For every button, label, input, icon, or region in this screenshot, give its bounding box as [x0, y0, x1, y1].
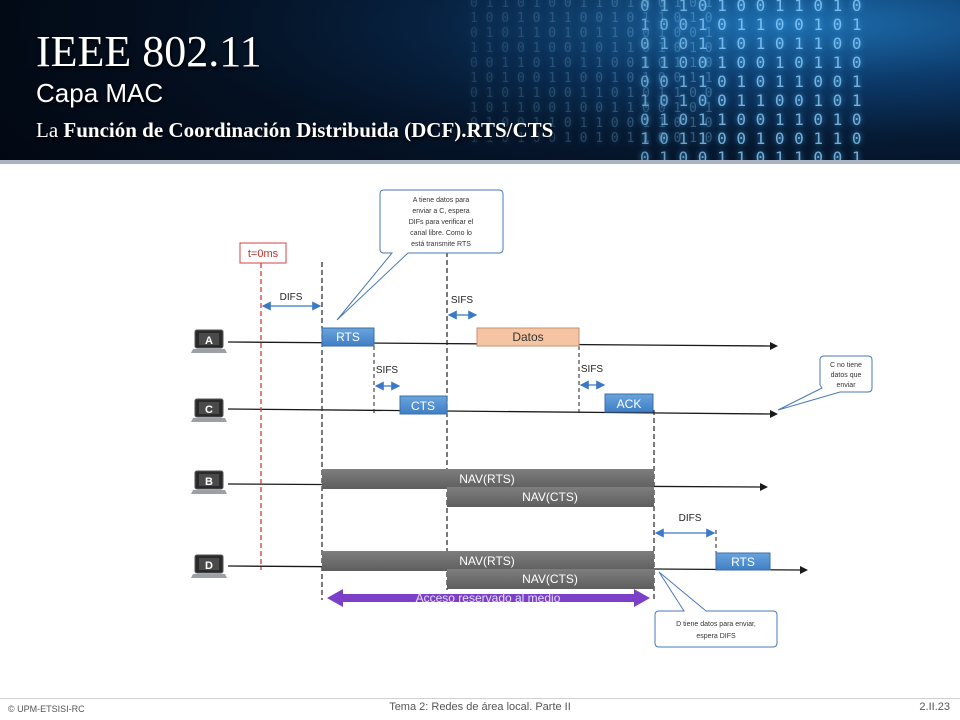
station-label-d: D: [205, 560, 213, 572]
station-label-c: C: [205, 404, 213, 416]
section-bold: Función de Coordinación Distribuida (DCF…: [63, 118, 554, 142]
footer-separator: [0, 698, 960, 699]
page-subtitle: Capa MAC: [36, 78, 164, 108]
svg-text:C no tiene: C no tiene: [830, 362, 862, 369]
rts-frame-a: RTS: [321, 327, 375, 347]
svg-text:RTS: RTS: [731, 555, 755, 569]
sifs-interval-a: SIFS: [447, 295, 478, 320]
laptop-icon-d: D: [191, 554, 227, 578]
svg-text:D tiene datos para enviar,: D tiene datos para enviar,: [676, 621, 756, 628]
nav-rts-d: NAV(RTS): [322, 551, 654, 571]
laptop-icon-a: A: [191, 329, 227, 353]
svg-text:DIFS: DIFS: [679, 513, 702, 524]
datos-frame: Datos: [476, 327, 580, 347]
svg-text:DIFS: DIFS: [280, 292, 303, 303]
callout-a: A tiene datos para enviar a C, espera DI…: [336, 189, 504, 321]
t0-label: t=0ms: [248, 248, 279, 260]
svg-text:DIFs para verificar el: DIFs para verificar el: [409, 219, 474, 226]
access-label: Acceso reservado al medio: [416, 591, 561, 605]
rts-frame-d: RTS: [715, 552, 771, 571]
svg-text:SIFS: SIFS: [376, 365, 399, 376]
svg-text:NAV(RTS): NAV(RTS): [459, 472, 515, 486]
svg-text:NAV(CTS): NAV(CTS): [522, 572, 578, 586]
page-title: IEEE 802.11: [36, 27, 262, 76]
svg-text:RTS: RTS: [336, 330, 360, 344]
difs-interval-d: DIFS: [654, 513, 716, 538]
svg-text:NAV(CTS): NAV(CTS): [522, 490, 578, 504]
callout-c: C no tiene datos que enviar: [777, 355, 873, 411]
svg-text:enviar: enviar: [836, 382, 856, 389]
header-banner: 0 1 1 0 1 0 0 1 1 0 1 0 0 1 0 1 1 0 0 1 …: [0, 0, 960, 160]
sifs-interval-c2: SIFS: [579, 364, 606, 390]
svg-text:CTS: CTS: [411, 399, 435, 413]
svg-text:Datos: Datos: [512, 330, 543, 344]
svg-text:enviar a C, espera: enviar a C, espera: [412, 208, 469, 215]
svg-text:SIFS: SIFS: [581, 364, 604, 375]
footer-page-number: 2.II.23: [919, 701, 950, 713]
nav-cts-b: NAV(CTS): [447, 487, 654, 507]
station-label-a: A: [205, 335, 213, 347]
laptop-icon-b: B: [191, 470, 227, 494]
cts-frame: CTS: [399, 395, 448, 415]
access-reserved-arrow: Acceso reservado al medio: [327, 589, 650, 607]
svg-text:A tiene datos para: A tiene datos para: [413, 197, 470, 204]
svg-text:canal libre. Como lo: canal libre. Como lo: [410, 230, 472, 237]
svg-text:NAV(RTS): NAV(RTS): [459, 554, 515, 568]
nav-cts-d: NAV(CTS): [447, 569, 654, 589]
laptop-icon-c: C: [191, 398, 227, 422]
ack-frame: ACK: [604, 393, 654, 413]
rts-cts-diagram: A C B D t=0ms DIFS SIFS SIFS: [191, 189, 873, 648]
header-separator: [0, 160, 960, 164]
svg-text:está transmite RTS: está transmite RTS: [411, 241, 471, 248]
section-title: La Función de Coordinación Distribuida (…: [36, 118, 553, 143]
t0-marker: t=0ms: [239, 242, 287, 570]
callout-d: D tiene datos para enviar, espera DIFS: [654, 571, 778, 648]
timeline-c: [227, 408, 778, 418]
nav-rts-b: NAV(RTS): [322, 469, 654, 489]
svg-text:ACK: ACK: [617, 397, 642, 411]
header-fade: [0, 0, 960, 160]
svg-text:datos que: datos que: [831, 372, 862, 379]
svg-text:SIFS: SIFS: [451, 295, 474, 306]
sifs-interval-c1: SIFS: [374, 365, 401, 391]
footer-course: Tema 2: Redes de área local. Parte II: [389, 701, 571, 713]
section-prefix: La: [36, 118, 59, 142]
station-label-b: B: [205, 476, 213, 488]
difs-interval-a: DIFS: [261, 292, 322, 311]
footer-copyright: © UPM-ETSISI-RC: [8, 704, 85, 714]
svg-text:espera DIFS: espera DIFS: [696, 633, 736, 640]
